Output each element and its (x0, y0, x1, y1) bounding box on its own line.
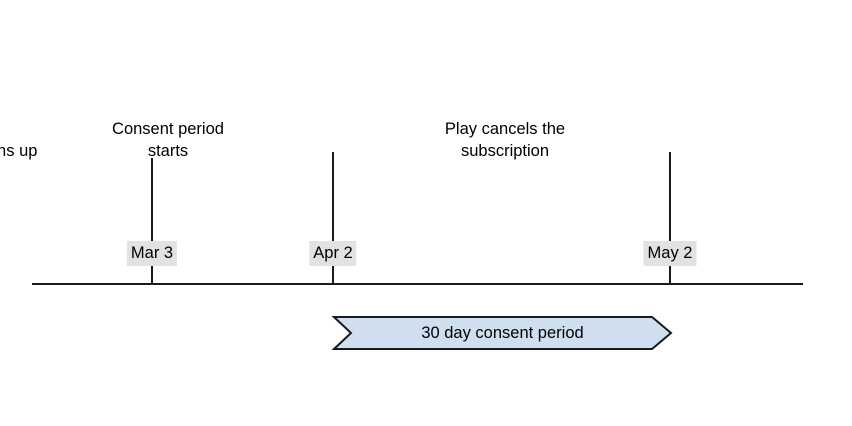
milestone-label: Consent period starts (112, 120, 224, 160)
milestone-tick (332, 152, 334, 284)
milestone-date-badge: Apr 2 (309, 241, 357, 266)
milestone-date-badge: Mar 3 (126, 241, 178, 266)
milestone-date-badge: May 2 (643, 241, 697, 266)
timeline-axis (32, 283, 803, 285)
consent-period-banner: 30 day consent period (331, 316, 673, 350)
milestone-tick (669, 152, 671, 284)
milestone-tick (151, 158, 153, 284)
chevron-arrow-shape (331, 316, 673, 350)
milestone-label: User signs up (0, 142, 38, 160)
milestone-label: Play cancels the subscription (444, 120, 566, 160)
